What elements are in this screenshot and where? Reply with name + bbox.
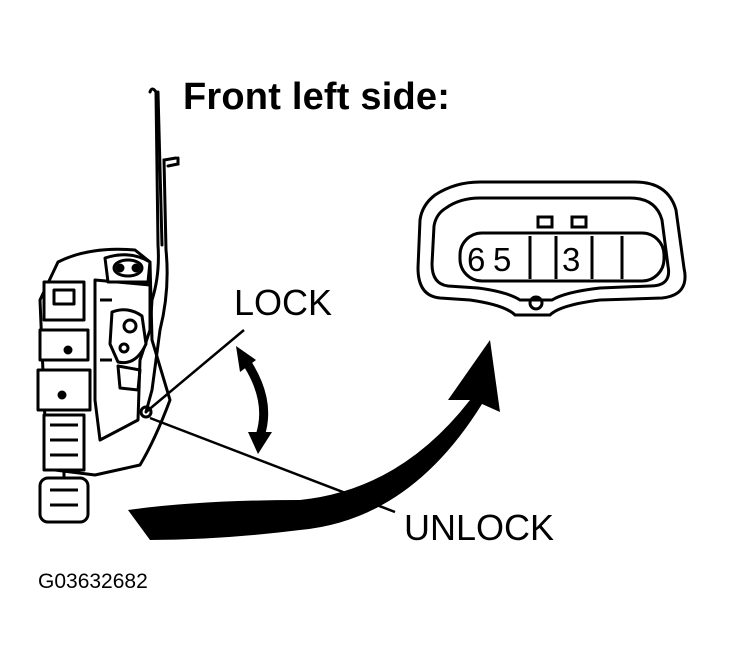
door-lock-actuator [36,247,172,524]
lock-unlock-arrow [236,346,272,454]
lock-label: LOCK [234,282,333,323]
indicator-arrow [128,340,500,540]
unlock-label: UNLOCK [404,507,555,548]
pointer-lines [145,329,396,514]
lock-rods [144,87,180,414]
connector-face [416,180,687,317]
connector-pin-3: 3 [562,241,581,278]
connector-pin-6: 6 [467,241,486,278]
figure-code: G03632682 [38,570,148,593]
connector-pin-5: 5 [493,241,512,278]
diagram-title: Front left side: [183,76,451,118]
